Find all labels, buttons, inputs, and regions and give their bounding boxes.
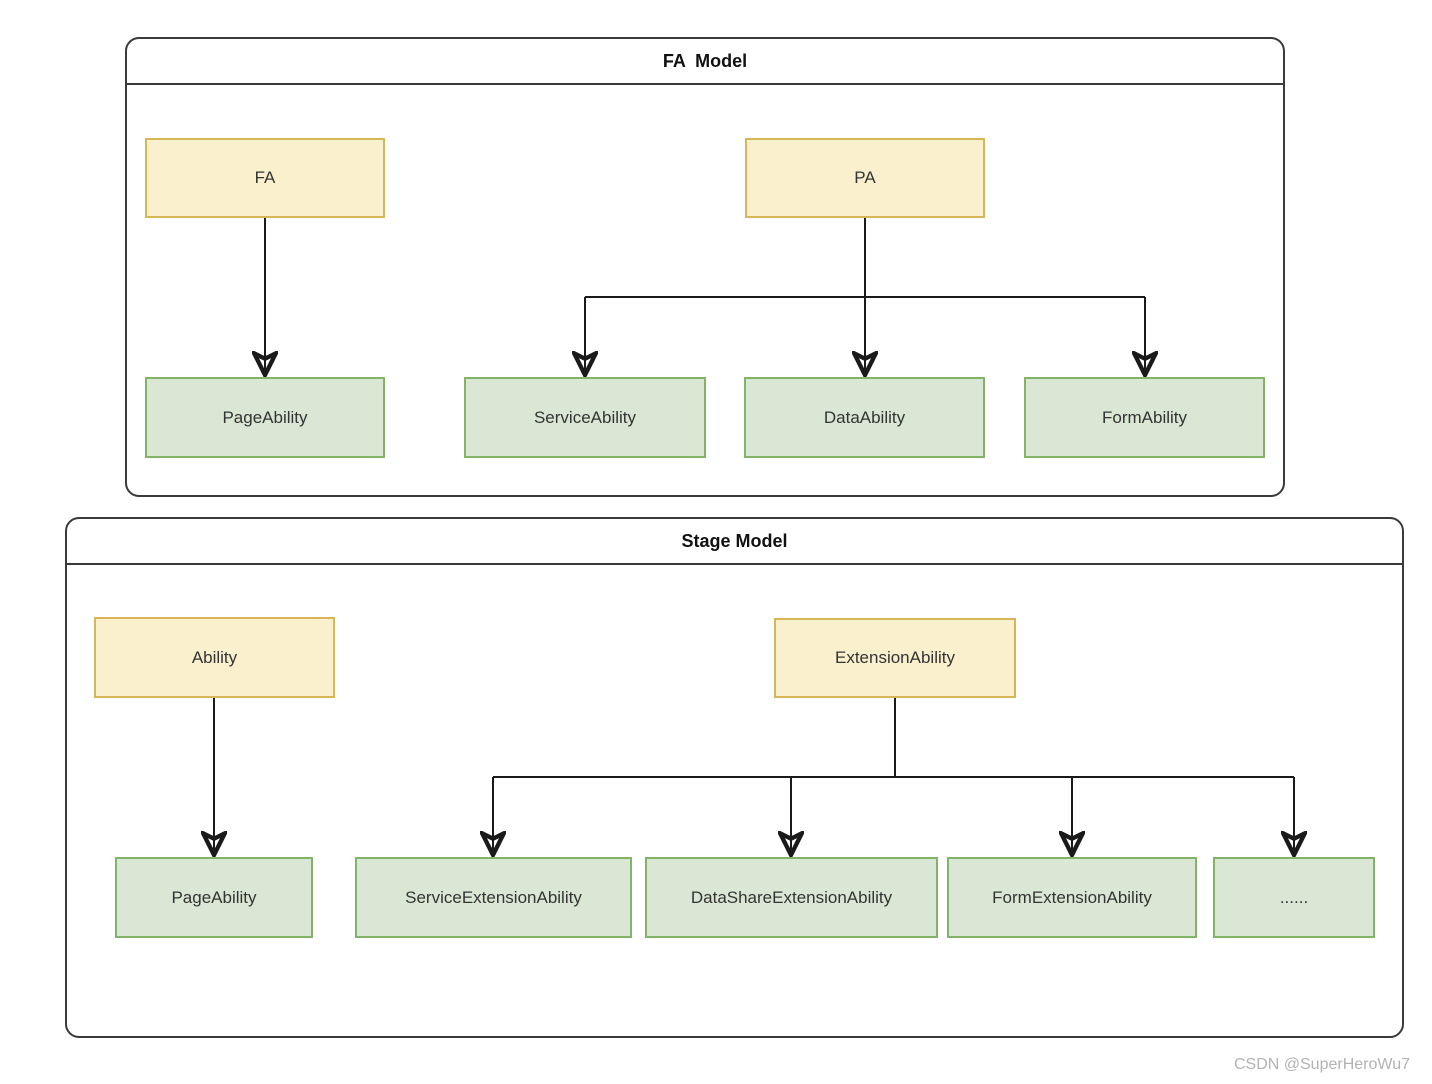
csdn-watermark: CSDN @SuperHeroWu7 xyxy=(1233,1056,1410,1073)
node-pa: PA xyxy=(745,138,985,218)
node-pageability-stage: PageAbility xyxy=(115,857,313,938)
node-formability: FormAbility xyxy=(1024,377,1265,458)
node-serviceability: ServiceAbility xyxy=(464,377,706,458)
node-pageability-fa: PageAbility xyxy=(145,377,385,458)
node-more-extensions: ...... xyxy=(1213,857,1375,938)
node-serviceextensionability: ServiceExtensionAbility xyxy=(355,857,632,938)
node-ability: Ability xyxy=(94,617,335,698)
node-fa: FA xyxy=(145,138,385,218)
fa-model-title: FA Model xyxy=(127,39,1283,85)
node-dataability: DataAbility xyxy=(744,377,985,458)
node-datashareextensionability: DataShareExtensionAbility xyxy=(645,857,938,938)
stage-model-container: Stage Model xyxy=(65,517,1404,1038)
node-formextensionability: FormExtensionAbility xyxy=(947,857,1197,938)
node-extensionability: ExtensionAbility xyxy=(774,618,1016,698)
stage-model-title: Stage Model xyxy=(67,519,1402,565)
